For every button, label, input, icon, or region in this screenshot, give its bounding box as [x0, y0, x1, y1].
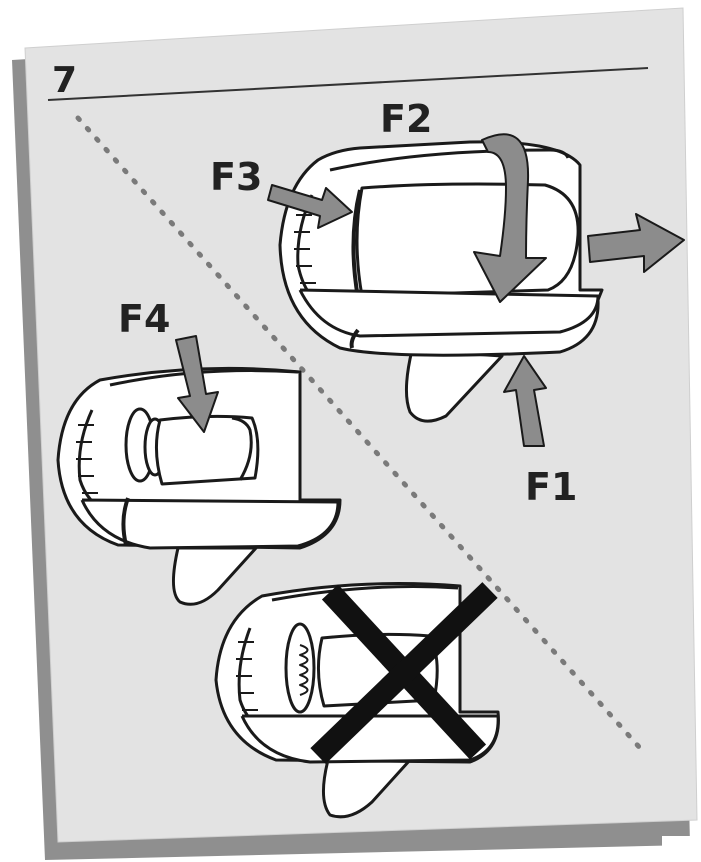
part-incorrect-view	[214, 582, 500, 819]
force-label-f3: F3	[210, 155, 262, 199]
force-label-f2: F2	[380, 97, 432, 141]
arrow-icon-f3	[267, 184, 353, 229]
sheet-corner-gap	[662, 836, 701, 862]
force-label-f4: F4	[118, 297, 170, 341]
arrow-icon-output	[587, 213, 685, 273]
step-number: 7	[52, 60, 77, 101]
dotted-divider	[75, 115, 643, 751]
arrow-icon-f4	[175, 335, 219, 433]
arrow-icon-f2	[473, 133, 547, 303]
x-mark-icon	[310, 582, 498, 764]
step-header-rule	[47, 67, 649, 101]
force-label-f1: F1	[525, 465, 577, 509]
arrow-icon-f1	[503, 355, 547, 447]
